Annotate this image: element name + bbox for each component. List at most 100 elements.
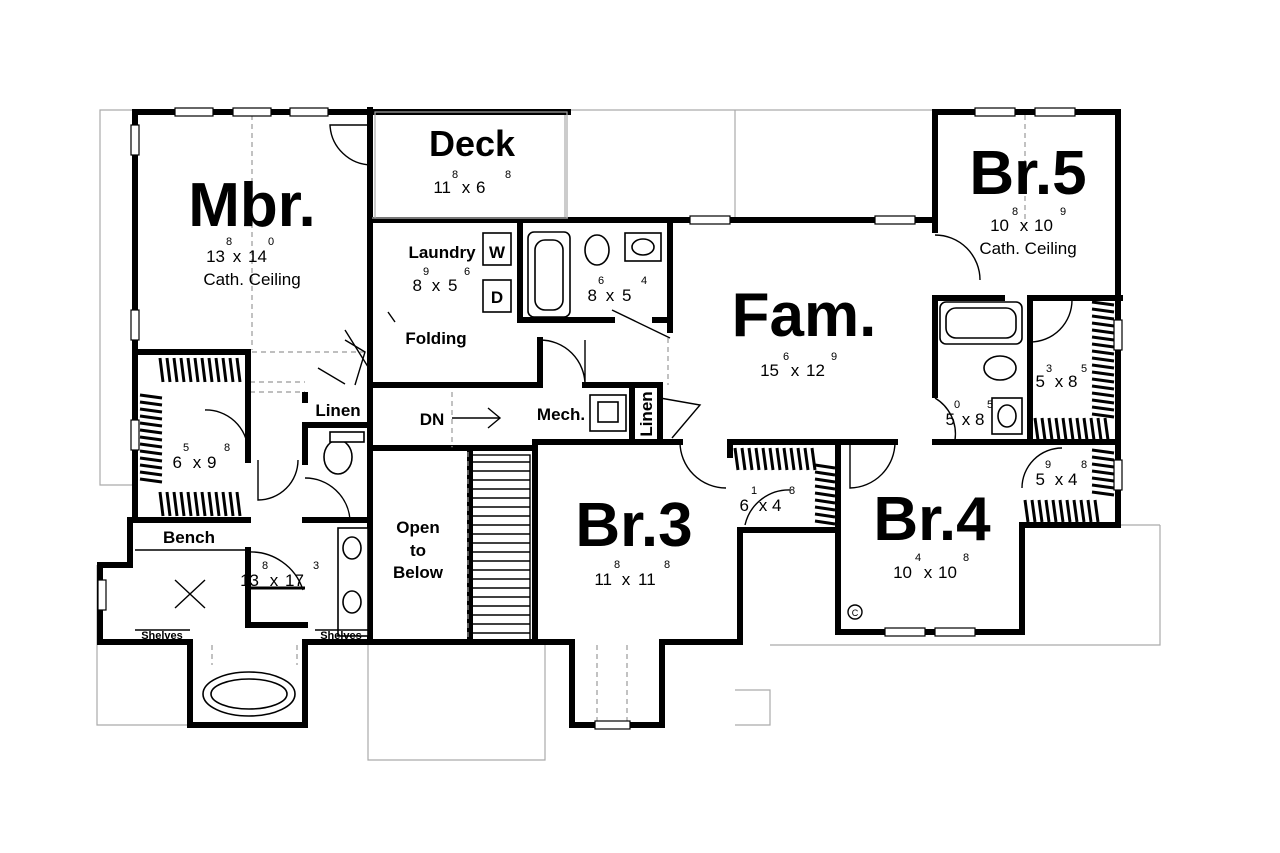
closet-rod-mark bbox=[1091, 349, 1115, 356]
closet-br4-width-in: 9 bbox=[1045, 459, 1051, 471]
br4-depth: 10 bbox=[938, 563, 957, 582]
closet-br4-depth: 4 bbox=[1068, 470, 1077, 489]
closet-rod-mark bbox=[1091, 448, 1115, 455]
linen-a-label: Linen bbox=[315, 401, 360, 420]
closet-rod-mark bbox=[768, 447, 775, 471]
closet-rod-mark bbox=[214, 491, 221, 517]
dim-sep: x bbox=[962, 410, 971, 429]
mbr-width: 13 bbox=[206, 247, 225, 266]
br5-depth-in: 9 bbox=[1060, 206, 1066, 218]
closet-rod-mark bbox=[228, 491, 235, 517]
closet-rod-mark bbox=[1103, 417, 1110, 441]
toilet-icon bbox=[983, 355, 1017, 381]
closet-rod-mark bbox=[814, 484, 836, 491]
closet-br3-depth-in: 8 bbox=[789, 485, 795, 497]
closet-rod-mark bbox=[1091, 377, 1115, 384]
closet-rod-mark bbox=[1091, 455, 1115, 462]
closet-rod-mark bbox=[207, 491, 214, 517]
dim-sep: x bbox=[1055, 372, 1064, 391]
closet-rod-mark bbox=[810, 447, 817, 471]
closet-rod-mark bbox=[1075, 417, 1082, 441]
bath2-depth-in: 4 bbox=[641, 275, 647, 287]
labels: Mbr. 13 8 x 14 0 Cath. Ceiling Deck 11 8… bbox=[141, 123, 1087, 642]
open-label-2: to bbox=[410, 541, 426, 560]
dim-sep: x bbox=[1055, 470, 1064, 489]
dim-sep: x bbox=[1020, 216, 1029, 235]
linen-b-label: Linen bbox=[637, 391, 656, 436]
closet-rod-mark bbox=[1096, 417, 1103, 441]
closet-rod-mark bbox=[221, 357, 228, 383]
closet-rod-mark bbox=[814, 505, 836, 512]
closet-rod-mark bbox=[1091, 335, 1115, 342]
closet-rod-mark bbox=[1091, 363, 1115, 370]
mbr-depth-in: 0 bbox=[268, 236, 274, 248]
copyright-label: C bbox=[852, 608, 859, 618]
fam-depth-in: 9 bbox=[831, 351, 837, 363]
deck-width: 11 bbox=[433, 178, 451, 197]
br5-label: Br.5 bbox=[969, 139, 1086, 208]
fam-width-in: 6 bbox=[783, 351, 789, 363]
closet-rod-mark bbox=[1091, 476, 1115, 483]
br3-depth-in: 8 bbox=[664, 559, 670, 571]
laundry-depth-in: 6 bbox=[464, 266, 470, 278]
doors bbox=[204, 124, 1073, 591]
closet-rod-mark bbox=[200, 357, 207, 383]
closet-rod-mark bbox=[1058, 499, 1065, 523]
closet-rod-mark bbox=[1061, 417, 1068, 441]
closet-rod-mark bbox=[1091, 469, 1115, 476]
closet-rod-mark bbox=[814, 512, 836, 519]
closet-rod-mark bbox=[733, 447, 740, 471]
closet-rod-mark bbox=[1091, 398, 1115, 405]
closet-rod-mark bbox=[179, 491, 186, 517]
dim-sep: x bbox=[791, 361, 800, 380]
closet-br5-depth-in: 5 bbox=[1081, 363, 1087, 375]
closet-br5-width-in: 3 bbox=[1046, 363, 1052, 375]
bath2-depth: 5 bbox=[622, 286, 631, 305]
closet-rod-mark bbox=[1037, 499, 1044, 523]
closet-rod-mark bbox=[754, 447, 761, 471]
bath2-width: 8 bbox=[588, 286, 597, 305]
closet-rod-mark bbox=[1091, 300, 1115, 307]
closet-rod-mark bbox=[139, 477, 163, 484]
closet-rod-mark bbox=[1093, 499, 1100, 523]
bath3-depth-in: 5 bbox=[987, 399, 993, 411]
closet-rod-mark bbox=[139, 400, 163, 407]
br4-width: 10 bbox=[893, 563, 912, 582]
closet-rod-mark bbox=[1091, 342, 1115, 349]
dim-sep: x bbox=[193, 453, 202, 472]
closet-rod-mark bbox=[1054, 417, 1061, 441]
closet-rod-mark bbox=[139, 435, 163, 442]
laundry-width: 8 bbox=[413, 276, 422, 295]
closet-rod-mark bbox=[1047, 417, 1054, 441]
dim-sep: x bbox=[270, 571, 279, 590]
closet-rod-mark bbox=[193, 357, 200, 383]
closet-rod-mark bbox=[1091, 370, 1115, 377]
closet-rod-mark bbox=[1091, 490, 1115, 497]
closet-br5-depth: 8 bbox=[1068, 372, 1077, 391]
washer-label: W bbox=[489, 243, 506, 262]
mbath-width: 13 bbox=[240, 571, 259, 590]
closet-rod-mark bbox=[158, 491, 165, 517]
folding-label: Folding bbox=[405, 329, 466, 348]
closet-br3-width-in: 1 bbox=[751, 485, 757, 497]
open-label-3: Below bbox=[393, 563, 444, 582]
dim-sep: x bbox=[462, 178, 471, 197]
closet-rod-mark bbox=[221, 491, 228, 517]
dim-sep: x bbox=[432, 276, 441, 295]
bath3-width: 5 bbox=[946, 410, 955, 429]
lower-floor-outline bbox=[96, 109, 1161, 761]
dim-sep: x bbox=[233, 247, 242, 266]
mbr-depth: 14 bbox=[248, 247, 267, 266]
closet-rod-mark bbox=[814, 477, 836, 484]
closet-rod-mark bbox=[235, 357, 242, 383]
mech-label: Mech. bbox=[537, 405, 585, 424]
dim-sep: x bbox=[606, 286, 615, 305]
br5-depth: 10 bbox=[1034, 216, 1053, 235]
dim-sep: x bbox=[759, 496, 768, 515]
closet-br3-width: 6 bbox=[740, 496, 749, 515]
shower-drain-icon bbox=[174, 579, 206, 609]
closet-rod-mark bbox=[789, 447, 796, 471]
closet-rod-mark bbox=[814, 498, 836, 505]
closet-rod-mark bbox=[1044, 499, 1051, 523]
